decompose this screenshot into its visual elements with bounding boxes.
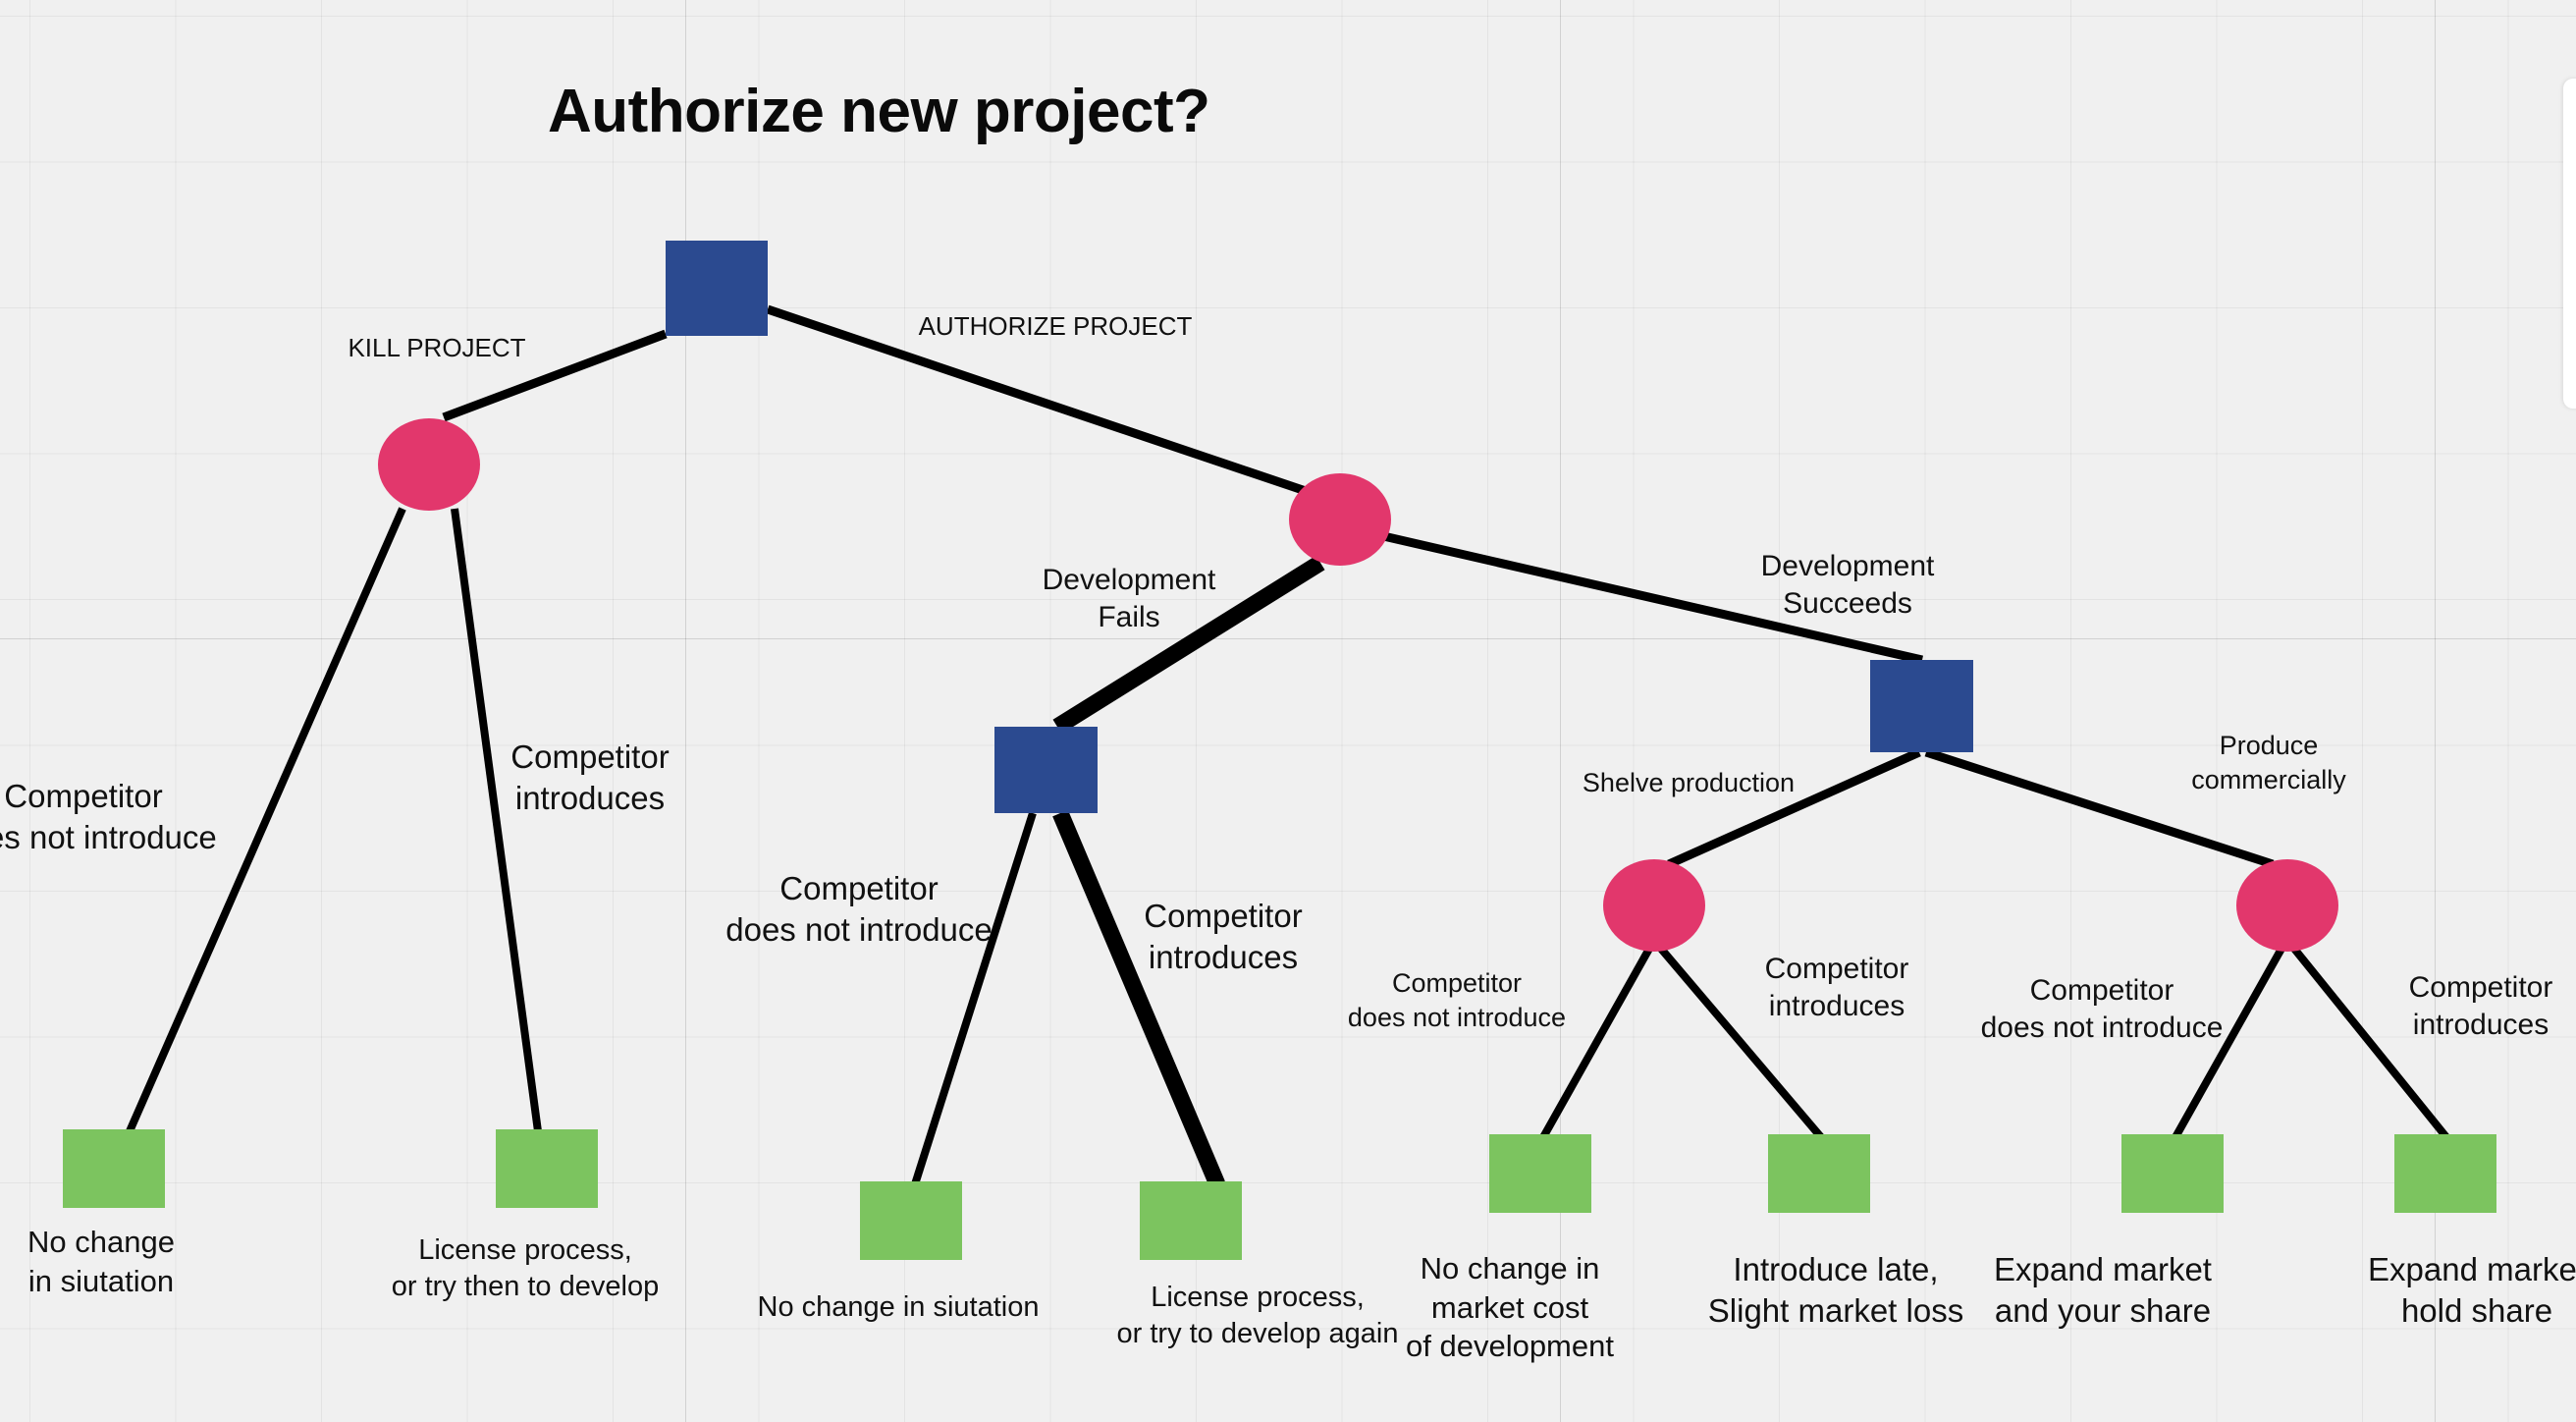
edge-label-produce-introduce: Competitor introduces (2408, 971, 2553, 1042)
edge-shelve-to-t6 (1657, 946, 1825, 1140)
right-side-panel[interactable] (2563, 79, 2576, 409)
terminal-label-1: No change in siutation (27, 1225, 175, 1298)
decision-node-root[interactable] (666, 241, 768, 336)
terminal-node-6[interactable] (1768, 1134, 1870, 1213)
terminal-label-8: Expand market hold share (2368, 1251, 2576, 1330)
terminal-label-4: License process, or try to develop again (1116, 1282, 1399, 1350)
chance-node-authorize-project[interactable] (1289, 473, 1391, 566)
edge-auth-to-fail (1052, 555, 1325, 735)
edge-root-to-auth (766, 304, 1308, 496)
edge-root-to-kill (442, 329, 668, 422)
terminal-label-3: No change in siutation (757, 1291, 1040, 1323)
edge-kill-to-t2 (451, 508, 542, 1132)
edge-succ-to-produce (1924, 747, 2275, 869)
edge-label-development-succeeds: Development Succeeds (1760, 550, 1935, 621)
edge-produce-to-t7 (2172, 947, 2285, 1139)
page-title: Authorize new project? (548, 78, 1210, 145)
chance-node-kill-project[interactable] (378, 418, 480, 511)
terminal-node-7[interactable] (2121, 1134, 2224, 1213)
terminal-node-5[interactable] (1489, 1134, 1591, 1213)
edge-label-mid-no-introduce: Competitor does not introduce (725, 870, 993, 949)
decision-node-development-fails[interactable] (994, 727, 1098, 813)
edge-label-left-no-introduce: Competitor does not introduce (0, 778, 217, 856)
edge-kill-to-t1 (126, 507, 406, 1133)
edge-fail-to-t3 (911, 811, 1037, 1186)
terminal-node-4[interactable] (1140, 1181, 1242, 1260)
edge-label-development-fails: Development Fails (1042, 564, 1216, 634)
edge-succ-to-shelve (1667, 747, 1921, 869)
terminal-label-7: Expand market and your share (1994, 1251, 2212, 1330)
edge-label-shelve-no-introduce: Competitor does not introduce (1347, 968, 1567, 1032)
edge-label-produce-commercially: Produce commercially (2191, 731, 2346, 794)
terminal-label-5: No change in market cost of development (1406, 1251, 1614, 1364)
edge-label-produce-no-introduce: Competitor does not introduce (1980, 974, 2224, 1045)
edge-label-authorize-project: AUTHORIZE PROJECT (918, 311, 1193, 341)
terminal-node-1[interactable] (63, 1129, 165, 1208)
edge-produce-to-t8 (2290, 946, 2450, 1140)
edge-label-kill-project: KILL PROJECT (348, 333, 526, 362)
edge-auth-to-succ (1377, 530, 1924, 665)
chance-node-shelve-production[interactable] (1603, 859, 1705, 952)
edge-label-shelve-introduce: Competitor introduces (1764, 953, 1909, 1023)
terminal-label-6: Introduce late, Slight market loss (1707, 1251, 1964, 1330)
terminal-label-2: License process, or try then to develop (391, 1234, 660, 1303)
decision-node-development-succeeds[interactable] (1870, 660, 1973, 752)
edge-label-shelve-production: Shelve production (1582, 768, 1796, 797)
terminal-node-3[interactable] (860, 1181, 962, 1260)
terminal-node-2[interactable] (496, 1129, 598, 1208)
terminal-node-8[interactable] (2394, 1134, 2496, 1213)
edge-shelve-to-t5 (1539, 947, 1653, 1139)
edge-label-left-introduce: Competitor introduces (510, 738, 670, 817)
edge-label-mid-introduce: Competitor introduces (1144, 898, 1303, 976)
chance-node-produce-commercially[interactable] (2236, 859, 2338, 952)
edge-fail-to-t4 (1052, 809, 1225, 1188)
